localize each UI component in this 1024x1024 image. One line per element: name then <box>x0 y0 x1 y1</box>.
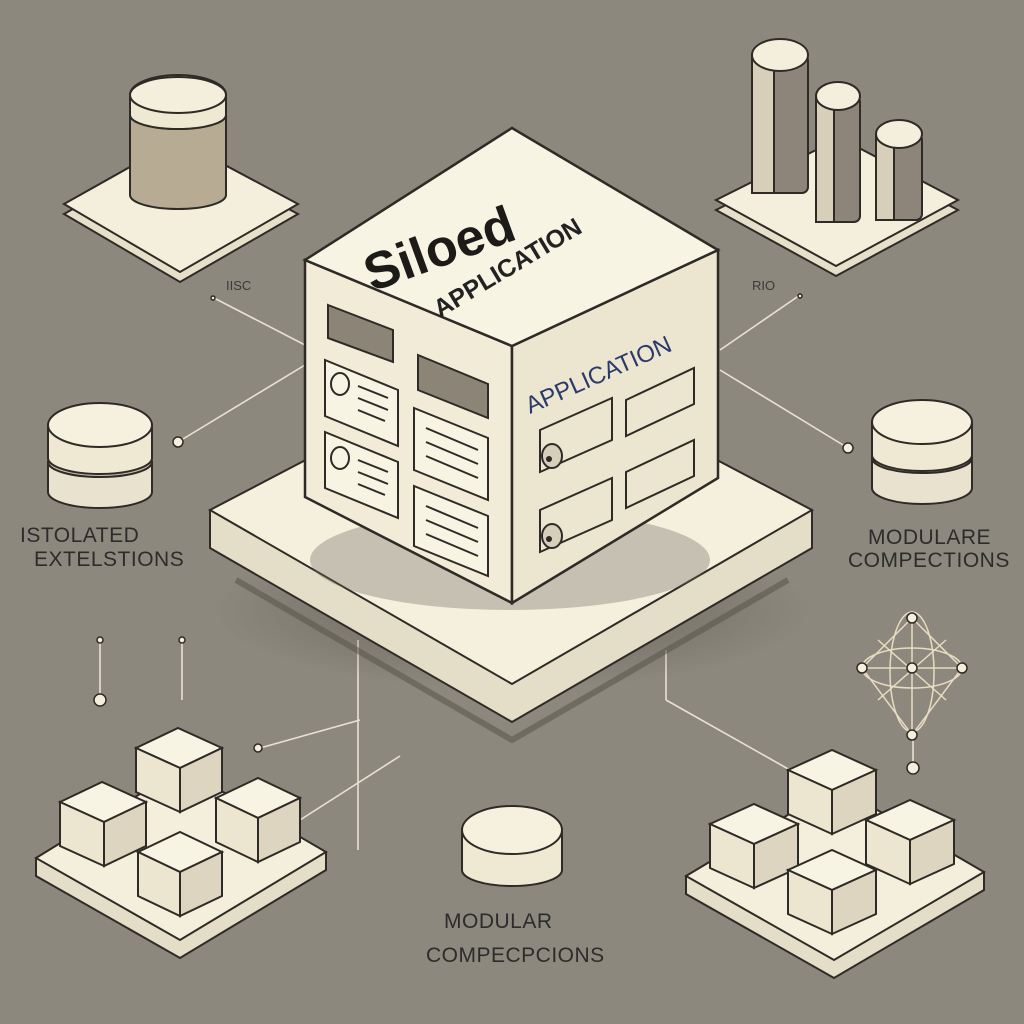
bottom-label-line1: MODULAR <box>444 910 553 933</box>
connector-lines <box>99 294 914 850</box>
network-sphere-icon <box>856 611 968 741</box>
module-cube <box>133 726 225 814</box>
small-label-right: RIO <box>752 278 775 293</box>
bottom-center-disc <box>461 805 563 887</box>
right-label-line2: COMPECTIONS <box>848 549 1010 572</box>
siloed-application-cube: Siloed APPLICATION APPLICATION <box>302 126 721 610</box>
modular-connections-discs <box>871 399 973 505</box>
module-cube <box>57 780 149 868</box>
bottom-label-line2: COMPECPCIONS <box>426 944 605 967</box>
bottom-right-module-grid <box>684 748 986 980</box>
module-cube <box>785 848 879 936</box>
small-label-left: IISC <box>226 278 251 293</box>
left-label-line1: ISTOLATED <box>20 524 139 547</box>
connector-dots <box>93 293 920 775</box>
pillars-node <box>713 38 961 278</box>
module-cube <box>785 748 879 836</box>
module-cube <box>213 776 303 864</box>
left-label-line2: EXTELSTIONS <box>34 548 184 571</box>
module-cube <box>863 798 957 886</box>
isolated-extensions-discs <box>47 402 153 509</box>
storage-cylinder-node <box>61 74 301 284</box>
bottom-left-module-grid <box>34 726 328 960</box>
module-cube <box>135 830 225 918</box>
right-label-line1: MODULARE <box>868 526 991 549</box>
